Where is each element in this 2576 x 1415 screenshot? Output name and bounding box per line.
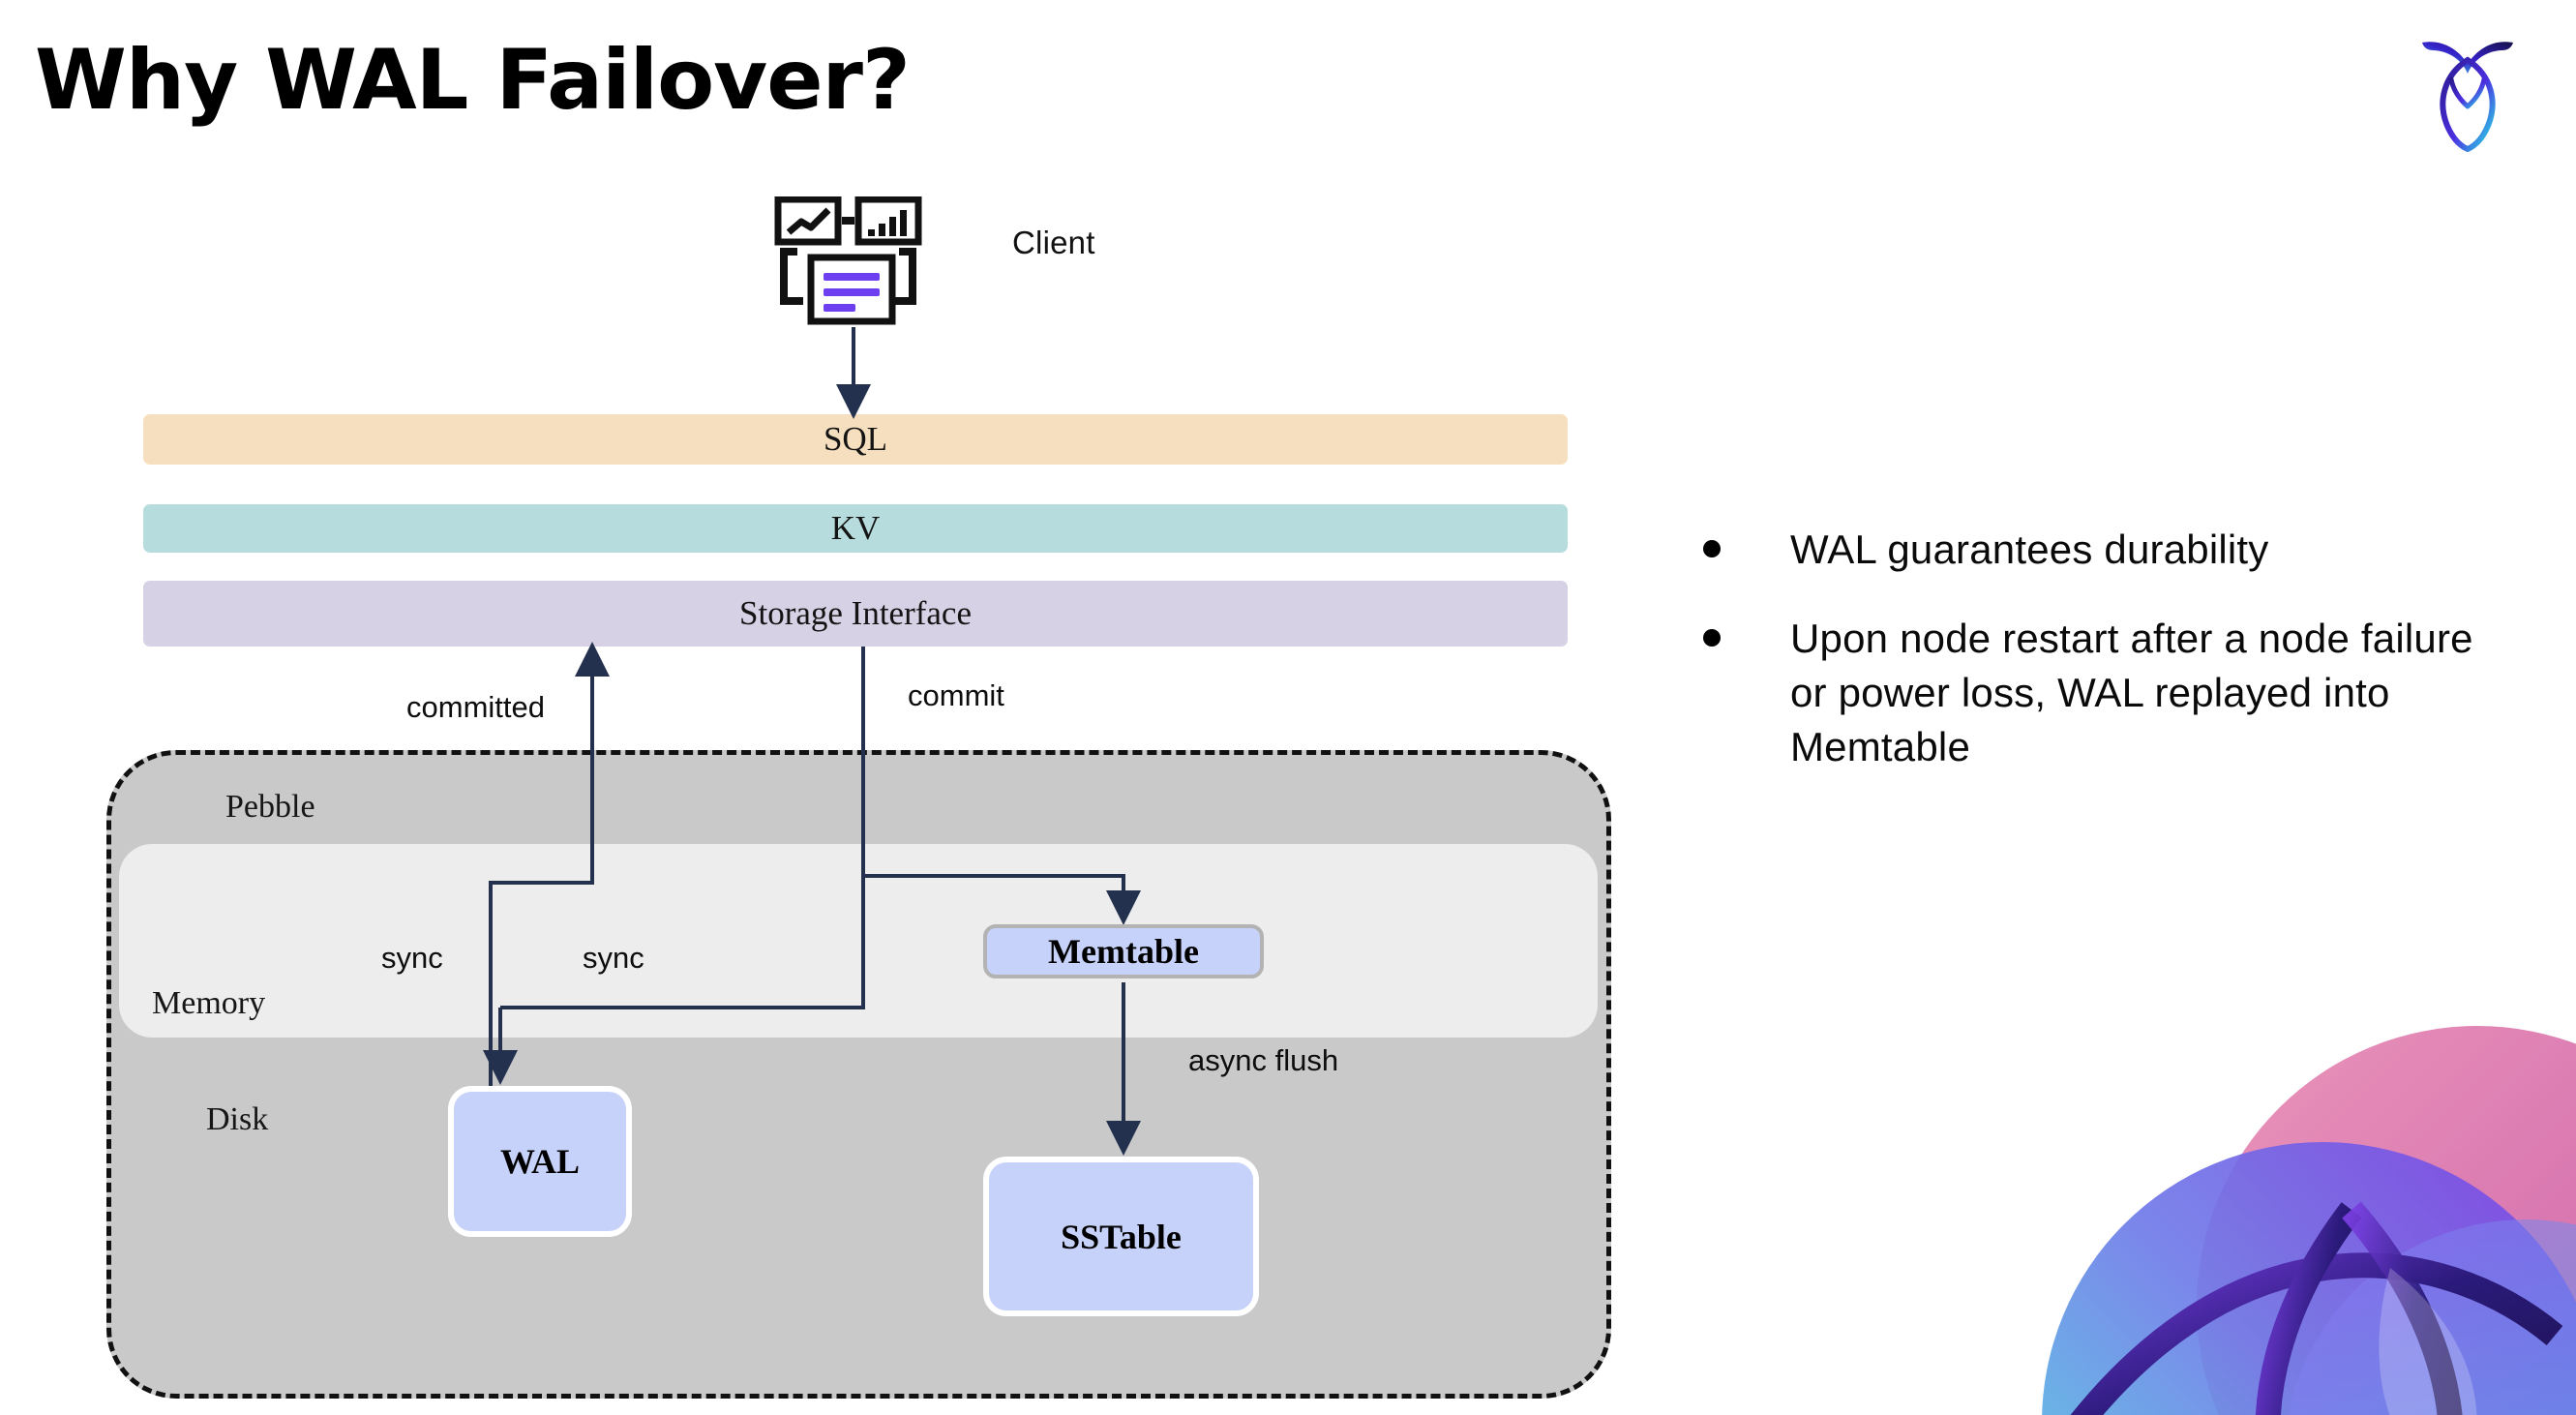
decorative-brand-art [2042,1026,2576,1415]
cockroachdb-logo [2422,42,2513,152]
node-sstable: SSTable [983,1157,1259,1316]
disk-label: Disk [206,1101,269,1137]
node-memtable-label: Memtable [1048,932,1199,971]
layer-bar-sql: SQL [143,414,1568,465]
bullet-text: Upon node restart after a node failure o… [1790,615,2473,769]
client-terminal-icon [774,196,922,325]
edge-label-sync-right: sync [583,941,644,975]
layer-bar-sql-label: SQL [823,420,888,458]
edge-label-async-flush: async flush [1188,1043,1339,1077]
bullet-list: WAL guarantees durability Upon node rest… [1703,523,2506,808]
memory-region [119,844,1598,1038]
bullet-text: WAL guarantees durability [1790,527,2269,572]
node-wal-label: WAL [499,1142,581,1181]
node-memtable: Memtable [983,924,1264,978]
layer-bar-kv-label: KV [830,509,881,547]
layer-bar-kv: KV [143,504,1568,553]
edge-label-commit: commit [908,678,1004,712]
list-item: WAL guarantees durability [1703,523,2506,577]
layer-bar-storage-label: Storage Interface [739,594,972,632]
bullet-dot-icon [1703,628,1721,647]
bullet-dot-icon [1703,540,1721,557]
list-item: Upon node restart after a node failure o… [1703,612,2506,774]
edge-label-sync-left: sync [381,941,443,975]
memory-label: Memory [152,985,266,1021]
client-label: Client [1012,225,1095,260]
node-wal: WAL [448,1086,632,1237]
edge-label-committed: committed [406,690,545,724]
layer-bar-storage-interface: Storage Interface [143,581,1568,647]
page-title: Why WAL Failover? [35,32,911,129]
node-sstable-label: SSTable [1061,1217,1182,1256]
pebble-label: Pebble [225,789,315,825]
